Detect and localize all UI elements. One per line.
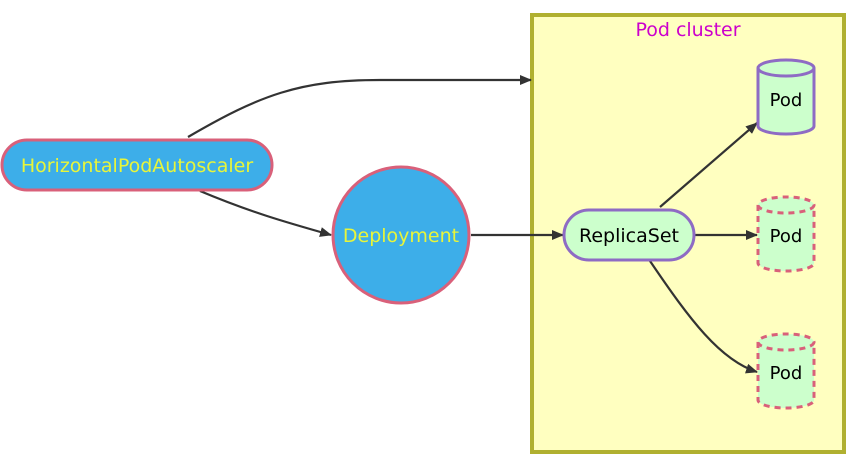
hpa-label: HorizontalPodAutoscaler (21, 155, 254, 177)
edge-replicaset-to-pod-3 (649, 260, 758, 374)
pod-label: Pod (770, 363, 803, 384)
deployment-node: Deployment (331, 165, 471, 305)
pod-label: Pod (770, 90, 803, 111)
pod-cluster-label: Pod cluster (635, 19, 740, 41)
edge-hpa-to-cluster (187, 75, 532, 138)
replicaset-node: ReplicaSet (562, 208, 696, 262)
pod-pending: Pod (756, 332, 816, 410)
edge-hpa-to-deployment (199, 189, 332, 237)
pod-running: Pod (756, 58, 816, 136)
hpa-node: HorizontalPodAutoscaler (0, 138, 274, 192)
pod-label: Pod (770, 226, 803, 247)
pod-pending: Pod (756, 195, 816, 273)
replicaset-label: ReplicaSet (579, 225, 679, 247)
deployment-label: Deployment (343, 225, 459, 247)
edge-replicaset-to-pod-1 (659, 122, 758, 208)
